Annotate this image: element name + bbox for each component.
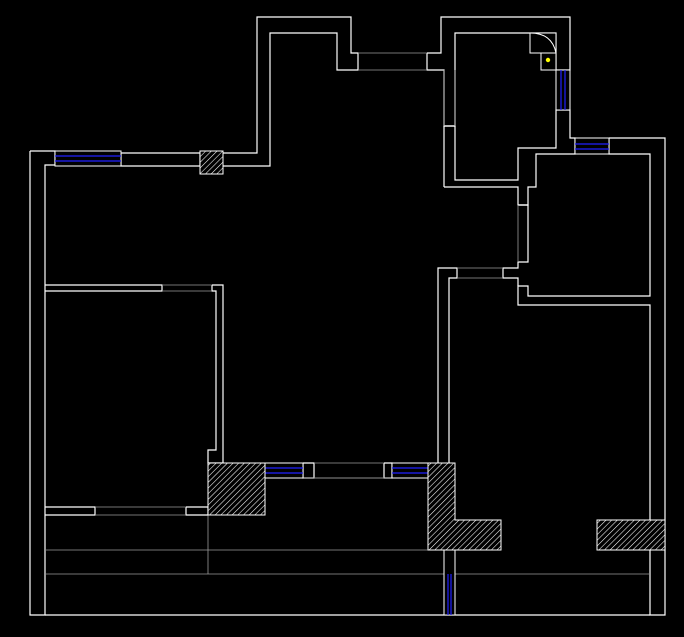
top-left-wall: [120, 152, 201, 167]
middle-vertical-wall: [502, 204, 529, 286]
fixture-arc: [529, 32, 557, 54]
structural-columns: [199, 150, 666, 551]
left-bedroom-top-wall: [45, 284, 163, 292]
left-exterior-wall: [29, 150, 56, 616]
bottom-center-posts: [302, 462, 315, 479]
left-bedroom-bottom-right-wall: [185, 506, 209, 516]
window-right-top: [574, 137, 610, 155]
window-balcony: [443, 549, 456, 616]
center-right-wall: [437, 267, 458, 463]
left-bedroom-right-wall: [207, 284, 224, 464]
window-bottom-left: [264, 462, 304, 479]
top-center-bump-wall: [223, 16, 359, 167]
bottom-center-posts-2: [383, 462, 393, 479]
window-bottom-right: [391, 462, 429, 479]
bathroom-wall: [443, 109, 576, 206]
window-top-left: [54, 150, 122, 167]
left-bedroom-bottom-wall: [45, 506, 96, 516]
floor-drain-icon: [545, 57, 551, 63]
column-bottom-center: [427, 462, 502, 551]
opening-lines: [45, 52, 650, 616]
column-bottom-left: [207, 462, 266, 516]
windows: [54, 69, 610, 616]
column-top-left: [199, 150, 224, 175]
column-bottom-right: [596, 519, 666, 551]
bathroom-fixture: [529, 32, 557, 71]
window-bath-right: [555, 69, 571, 111]
